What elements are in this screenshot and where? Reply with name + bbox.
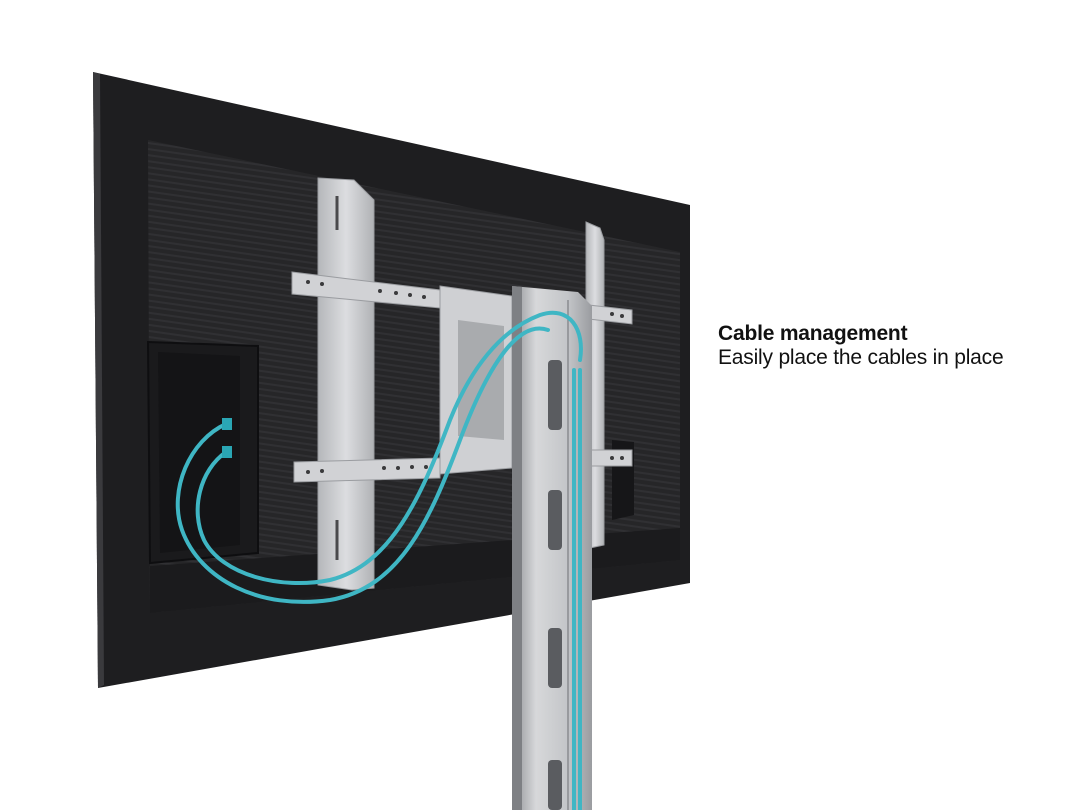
cable-connectors: [222, 418, 232, 458]
cable-clips: [548, 360, 562, 810]
tv-back-edge: [93, 72, 104, 688]
caption-subtitle: Easily place the cables in place: [718, 346, 1004, 369]
lower-horizontal-bar: [293, 457, 441, 483]
stand-column-side: [512, 286, 522, 810]
caption-title: Cable management: [718, 322, 908, 345]
bar-holes: [306, 280, 624, 474]
caption-block: Cable management Easily place the cables…: [718, 322, 1068, 370]
left-vertical-bracket: [317, 177, 375, 591]
cables: [175, 310, 583, 810]
